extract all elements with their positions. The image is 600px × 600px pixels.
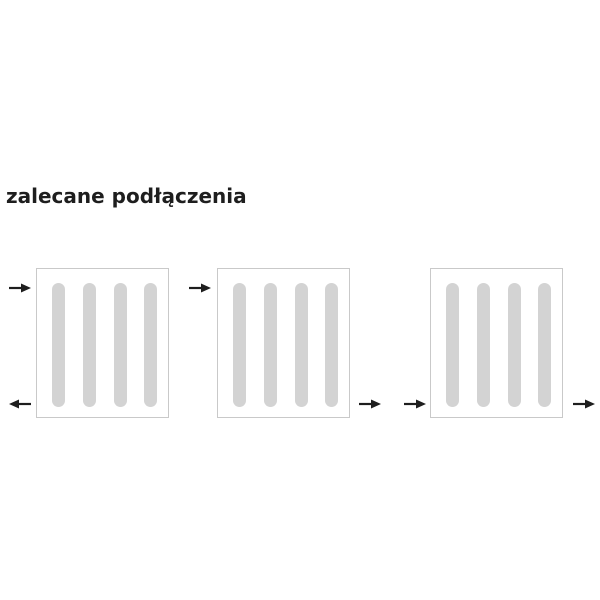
- inlet-arrow-icon: [189, 283, 211, 293]
- radiator-column: [295, 283, 308, 407]
- radiator-column: [144, 283, 157, 407]
- radiator-column: [446, 283, 459, 407]
- radiator-column: [477, 283, 490, 407]
- radiator-column: [233, 283, 246, 407]
- section-title: zalecane podłączenia: [6, 184, 247, 208]
- outlet-arrow-icon: [573, 399, 595, 409]
- radiator-column: [264, 283, 277, 407]
- radiator-column: [114, 283, 127, 407]
- outlet-arrow-icon: [9, 399, 31, 409]
- radiator-column: [325, 283, 338, 407]
- outlet-arrow-icon: [359, 399, 381, 409]
- radiator-panel: [36, 268, 169, 418]
- radiator-column: [52, 283, 65, 407]
- inlet-arrow-icon: [9, 283, 31, 293]
- radiator-column: [538, 283, 551, 407]
- radiator-column: [508, 283, 521, 407]
- radiator-panel: [430, 268, 563, 418]
- radiator-column: [83, 283, 96, 407]
- inlet-arrow-icon: [404, 399, 426, 409]
- radiator-panel: [217, 268, 350, 418]
